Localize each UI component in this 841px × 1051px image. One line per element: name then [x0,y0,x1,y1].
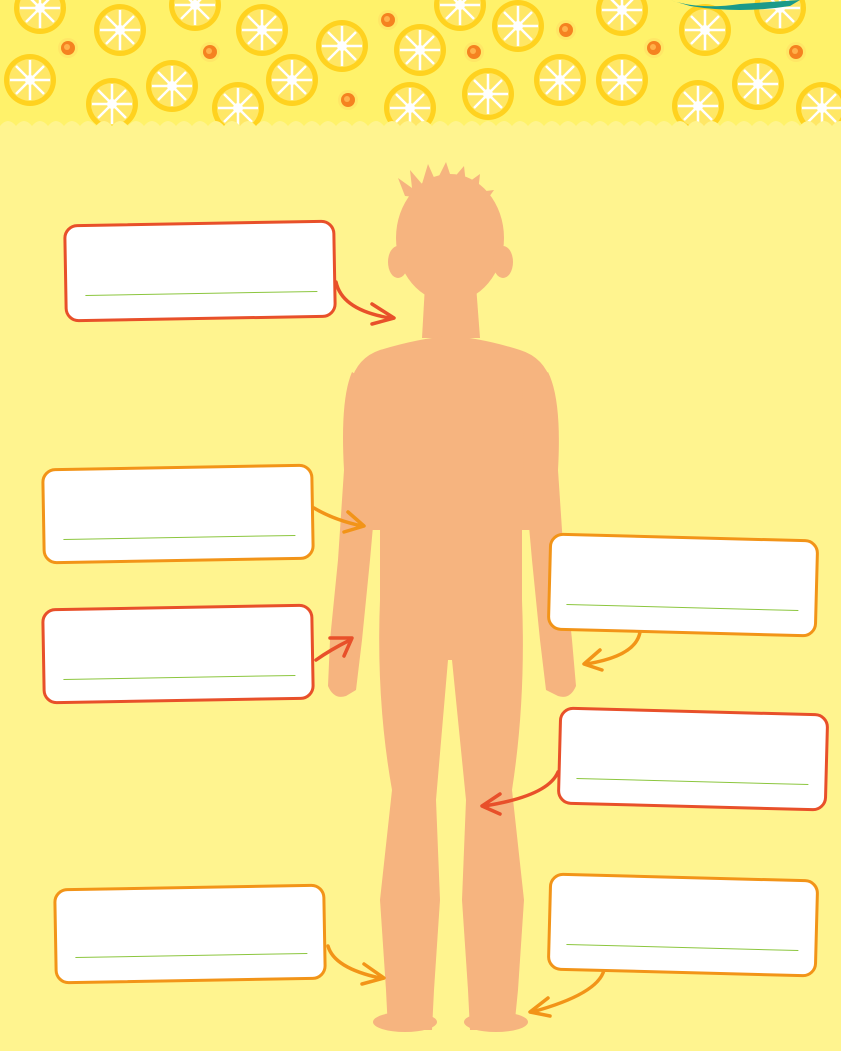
writing-line [63,535,295,540]
label-box-foot-left[interactable] [53,884,327,985]
label-box-upper-arm[interactable] [41,464,315,565]
writing-line [566,944,798,951]
writing-line [75,953,307,958]
writing-line [576,778,808,785]
label-box-head[interactable] [63,220,337,323]
writing-line [85,291,317,296]
writing-line [566,604,798,611]
writing-line [63,675,295,680]
label-box-knee[interactable] [557,706,829,811]
label-box-foot-right[interactable] [547,872,819,977]
label-box-hand-right[interactable] [547,532,819,637]
label-box-hand-left[interactable] [41,604,315,705]
